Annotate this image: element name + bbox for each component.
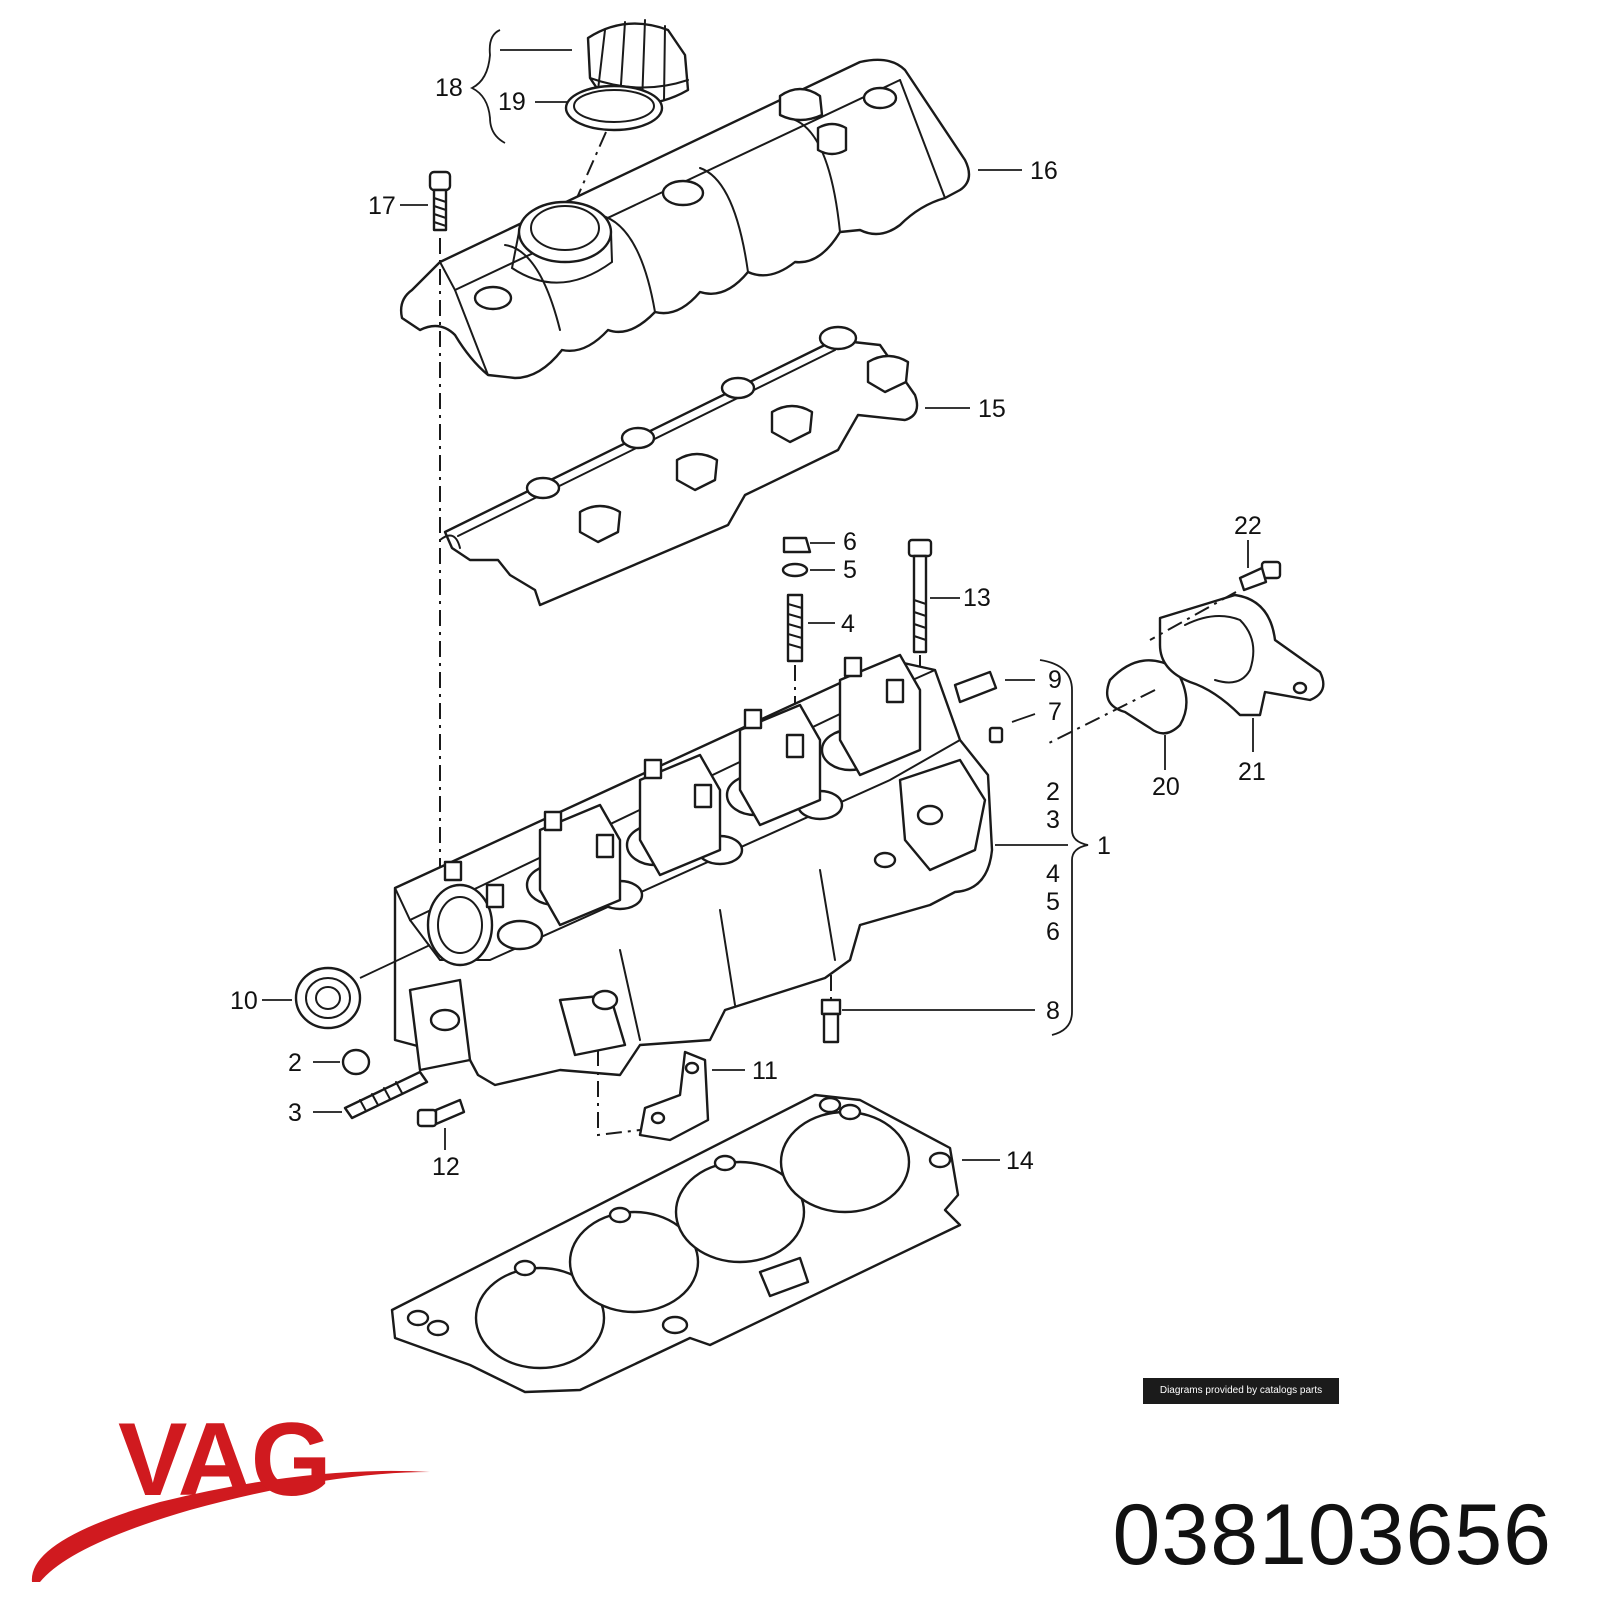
callout-8: 8 (1046, 997, 1060, 1025)
gasket-20 (1105, 659, 1188, 735)
callout-19: 19 (498, 88, 526, 116)
stud (786, 593, 804, 663)
callout-14: 14 (1006, 1147, 1034, 1175)
diagram-credit-label: Diagrams provided by catalogs parts (1143, 1378, 1339, 1404)
bracket-item-4: 4 (1046, 860, 1060, 888)
logo-swoosh-icon (31, 1470, 430, 1582)
cover-plate-21 (1158, 593, 1325, 717)
cylinder-head (393, 653, 994, 1087)
sleeve-8 (820, 998, 842, 1044)
callout-2: 2 (288, 1049, 302, 1077)
callout-17: 17 (368, 192, 396, 220)
callout-16: 16 (1030, 157, 1058, 185)
head-gasket (390, 1093, 962, 1394)
plug-7 (988, 726, 1004, 744)
bracket-item-5: 5 (1046, 888, 1060, 916)
head-bolt (907, 538, 933, 654)
callout-11: 11 (752, 1057, 778, 1085)
callout-9: 9 (1048, 666, 1062, 694)
cover-bolt (428, 170, 452, 232)
stud-3 (343, 1070, 429, 1120)
callout-18: 18 (435, 74, 463, 102)
seal-ring-10 (294, 966, 362, 1030)
bracket-item-6: 6 (1046, 918, 1060, 946)
callout-13: 13 (963, 584, 991, 612)
filler-cap-seal-ring (564, 84, 664, 132)
pin-9 (953, 670, 998, 704)
callout-1: 1 (1097, 832, 1111, 860)
callout-7: 7 (1048, 698, 1062, 726)
bolt-12 (416, 1098, 466, 1128)
washer (781, 562, 809, 578)
callout-5: 5 (843, 556, 857, 584)
valve-cover (399, 58, 971, 380)
bushing-2 (341, 1048, 371, 1076)
callout-10: 10 (230, 987, 258, 1015)
bracket-item-2: 2 (1046, 778, 1060, 806)
brand-name: VAG (118, 1402, 332, 1518)
part-number: 038103656 (1112, 1487, 1552, 1583)
bolt-22 (1238, 560, 1282, 592)
callout-20: 20 (1152, 773, 1180, 801)
callout-6: 6 (843, 528, 857, 556)
valve-cover-gasket (439, 325, 919, 607)
callout-3: 3 (288, 1099, 302, 1127)
callout-21: 21 (1238, 758, 1266, 786)
callout-4: 4 (841, 610, 855, 638)
vag-logo-swoosh (31, 1470, 430, 1582)
callout-12: 12 (432, 1153, 460, 1181)
callout-22: 22 (1234, 512, 1262, 540)
bracket-item-3: 3 (1046, 806, 1060, 834)
nut (782, 536, 812, 554)
callout-15: 15 (978, 395, 1006, 423)
bracket-11 (638, 1050, 710, 1142)
